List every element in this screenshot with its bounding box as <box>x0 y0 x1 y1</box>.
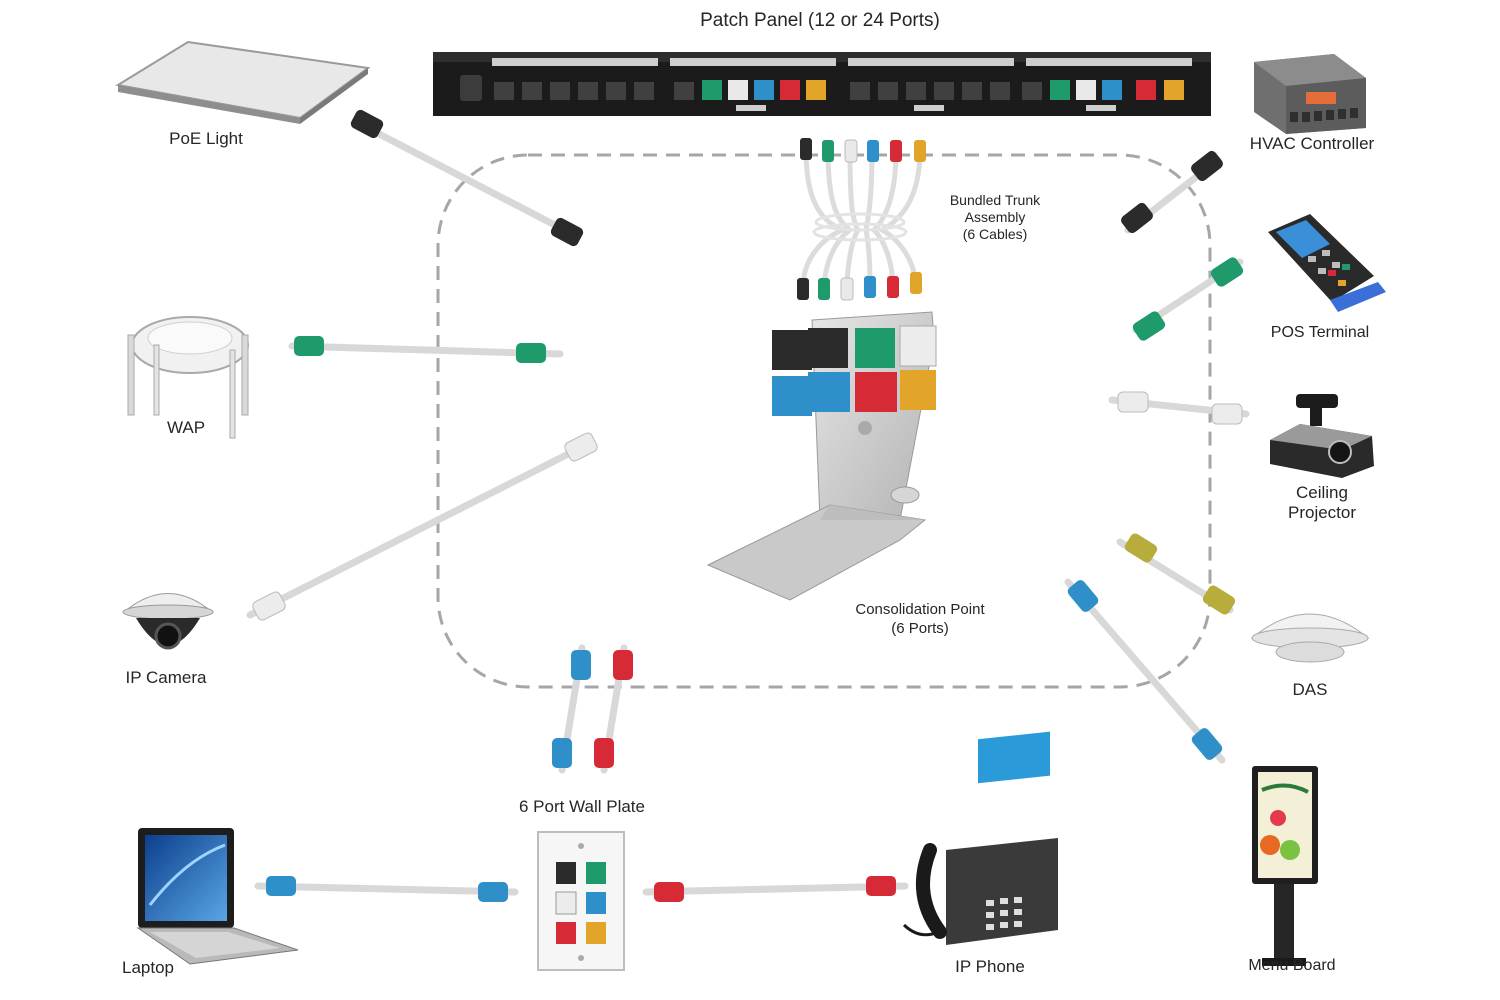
ip-phone-device <box>902 731 1058 945</box>
wall-plate-device <box>537 831 625 971</box>
hvac-controller-label: HVAC Controller <box>1249 134 1375 153</box>
menu-board-label: Menu Board <box>1248 957 1336 974</box>
das-device <box>1250 613 1370 663</box>
consolidation-label-line1: Consolidation Point <box>855 601 985 618</box>
ip-camera-device <box>122 593 214 650</box>
trunk-label-line1: Bundled Trunk <box>949 192 1041 208</box>
enclosure-dashed-outline <box>436 153 1212 689</box>
pos-terminal-label: POS Terminal <box>1270 324 1370 341</box>
hvac-controller-device <box>1254 54 1366 134</box>
consolidation-label: Consolidation Point (6 Ports) <box>830 600 1010 638</box>
ceiling-projector-label-line2: Projector <box>1287 503 1357 522</box>
menu-board-device <box>1252 766 1318 966</box>
patch-cables <box>246 109 1250 902</box>
trunk-label-line3: (6 Cables) <box>962 226 1028 242</box>
laptop-label: Laptop <box>122 958 174 977</box>
ceiling-projector-label-line1: Ceiling <box>1296 483 1348 502</box>
consolidation-point <box>706 311 937 601</box>
ceiling-projector-device <box>1270 394 1374 478</box>
patch-panel <box>433 52 1211 116</box>
ip-camera-label: IP Camera <box>125 668 207 687</box>
ip-phone-label: IP Phone <box>955 957 1025 976</box>
wap-device <box>127 316 249 439</box>
patch-panel-title: Patch Panel (12 or 24 Ports) <box>700 10 940 31</box>
ceiling-projector-label: Ceiling Projector <box>1262 483 1382 523</box>
trunk-label-line2: Assembly <box>964 209 1026 225</box>
laptop-device <box>136 828 299 965</box>
das-label: DAS <box>1292 680 1328 699</box>
poe-light-label: PoE Light <box>169 129 243 148</box>
poe-light-device <box>115 40 371 124</box>
wap-label: WAP <box>166 418 206 437</box>
pos-terminal-device <box>1268 214 1386 312</box>
trunk-label: Bundled Trunk Assembly (6 Cables) <box>930 192 1060 243</box>
consolidation-label-line2: (6 Ports) <box>891 620 949 637</box>
wall-plate-label: 6 Port Wall Plate <box>519 797 645 816</box>
